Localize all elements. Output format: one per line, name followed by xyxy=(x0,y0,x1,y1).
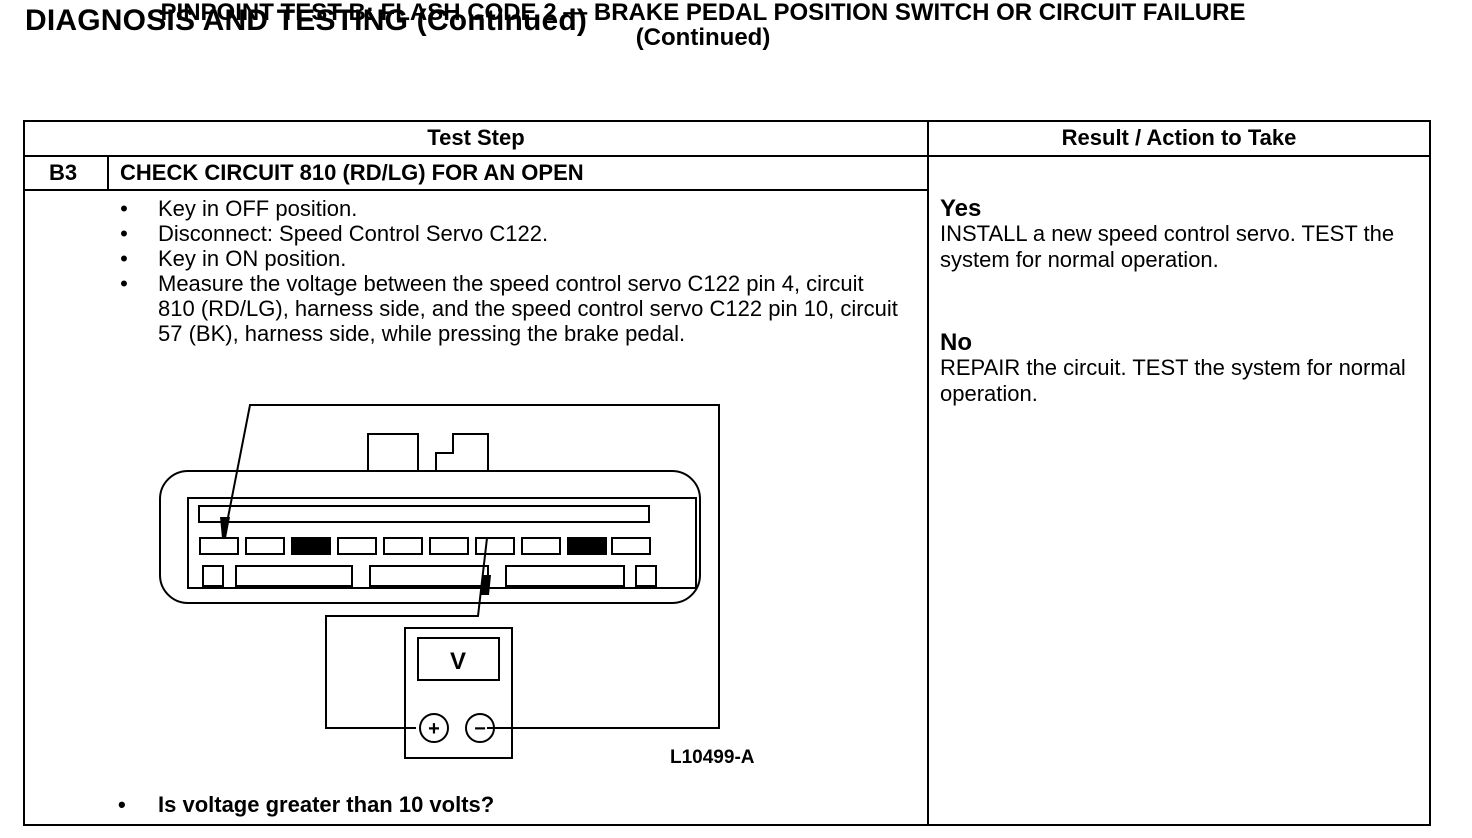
negative-terminal xyxy=(465,713,495,743)
connector-latch-left-shape xyxy=(367,433,419,472)
pin-cavity xyxy=(475,537,515,555)
list-item: • Measure the voltage between the speed c… xyxy=(118,271,898,346)
page-title: DIAGNOSIS AND TESTING (Continued) xyxy=(25,4,588,37)
instruction-text: Key in OFF position. xyxy=(158,196,358,221)
connector-latch-right-shape xyxy=(435,433,489,471)
step-instructions: • Key in OFF position. • Disconnect: Speed… xyxy=(118,196,898,346)
probe-wire-negative xyxy=(325,537,488,729)
connector-lower-bay xyxy=(505,565,625,587)
minus-symbol: − xyxy=(474,718,486,740)
result-yes-text: INSTALL a new speed control servo. TEST … xyxy=(940,221,1395,272)
connector-lower-bay xyxy=(235,565,353,587)
instruction-text: Disconnect: Speed Control Servo C122. xyxy=(158,221,549,246)
column-divider xyxy=(927,120,929,826)
figure-code: L10499-A xyxy=(670,747,755,768)
connector-lower-bay xyxy=(202,565,224,587)
question-text: Is voltage greater than 10 volts? xyxy=(158,792,495,817)
table-border-bottom xyxy=(23,824,1431,826)
subtitle-line-1: PINPOINT TEST B: FLASH CODE 2 — BRAKE PE… xyxy=(160,0,1246,26)
subtitle-line-2: (Continued) xyxy=(635,24,771,51)
voltmeter-display xyxy=(417,637,500,681)
connector-body xyxy=(159,470,701,604)
list-item: • Key in ON position. xyxy=(118,246,898,271)
probe-tip-right xyxy=(481,575,491,595)
column-header-result: Result / Action to Take xyxy=(1061,125,1297,150)
bullet: • xyxy=(120,271,128,296)
test-question: • Is voltage greater than 10 volts? xyxy=(118,792,494,818)
connector-pin-frame xyxy=(187,497,697,589)
voltmeter-body xyxy=(404,627,513,759)
pin-cavity xyxy=(337,537,377,555)
probe-wire-positive xyxy=(223,404,720,729)
pin-cavity xyxy=(383,537,423,555)
pin-cavity xyxy=(611,537,651,555)
connector-lower-bay xyxy=(369,565,489,587)
connector-upper-slot xyxy=(198,505,650,523)
list-item: • Disconnect: Speed Control Servo C122. xyxy=(118,221,898,246)
list-item: • Key in OFF position. xyxy=(118,196,898,221)
pin-cavity xyxy=(245,537,285,555)
bullet: • xyxy=(118,792,126,817)
instruction-text: Measure the voltage between the speed co… xyxy=(158,271,898,346)
bullet: • xyxy=(120,246,128,271)
result-no-label: No xyxy=(940,329,972,356)
pin-cavity xyxy=(567,537,607,555)
bullet: • xyxy=(120,221,128,246)
probe-tip-left xyxy=(220,517,230,538)
instruction-text: Key in ON position. xyxy=(158,246,347,271)
pin-cavity xyxy=(429,537,469,555)
result-no-text: REPAIR the circuit. TEST the system for … xyxy=(940,355,1406,406)
step-title-rule xyxy=(23,189,929,191)
section-subtitle: PINPOINT TEST B: FLASH CODE 2 — BRAKE PE… xyxy=(0,0,1406,50)
pin-cavity xyxy=(521,537,561,555)
header-rule xyxy=(23,155,1431,157)
table-border-top xyxy=(23,120,1431,122)
step-id: B3 xyxy=(49,160,78,185)
pin-cavity xyxy=(291,537,331,555)
connector-voltmeter-diagram: V + − L10499-A xyxy=(159,404,755,768)
step-id-divider xyxy=(107,155,109,190)
plus-symbol: + xyxy=(428,718,440,740)
step-title: CHECK CIRCUIT 810 (RD/LG) FOR AN OPEN xyxy=(120,160,584,185)
result-yes-label: Yes xyxy=(940,195,982,222)
positive-terminal xyxy=(419,713,449,743)
bullet: • xyxy=(120,196,128,221)
table-border-left xyxy=(23,120,25,826)
column-header-test-step: Test Step xyxy=(427,125,525,150)
table-border-right xyxy=(1429,120,1431,826)
connector-lower-bay xyxy=(635,565,657,587)
voltmeter-label: V xyxy=(450,648,466,675)
pin-cavity xyxy=(199,537,239,555)
